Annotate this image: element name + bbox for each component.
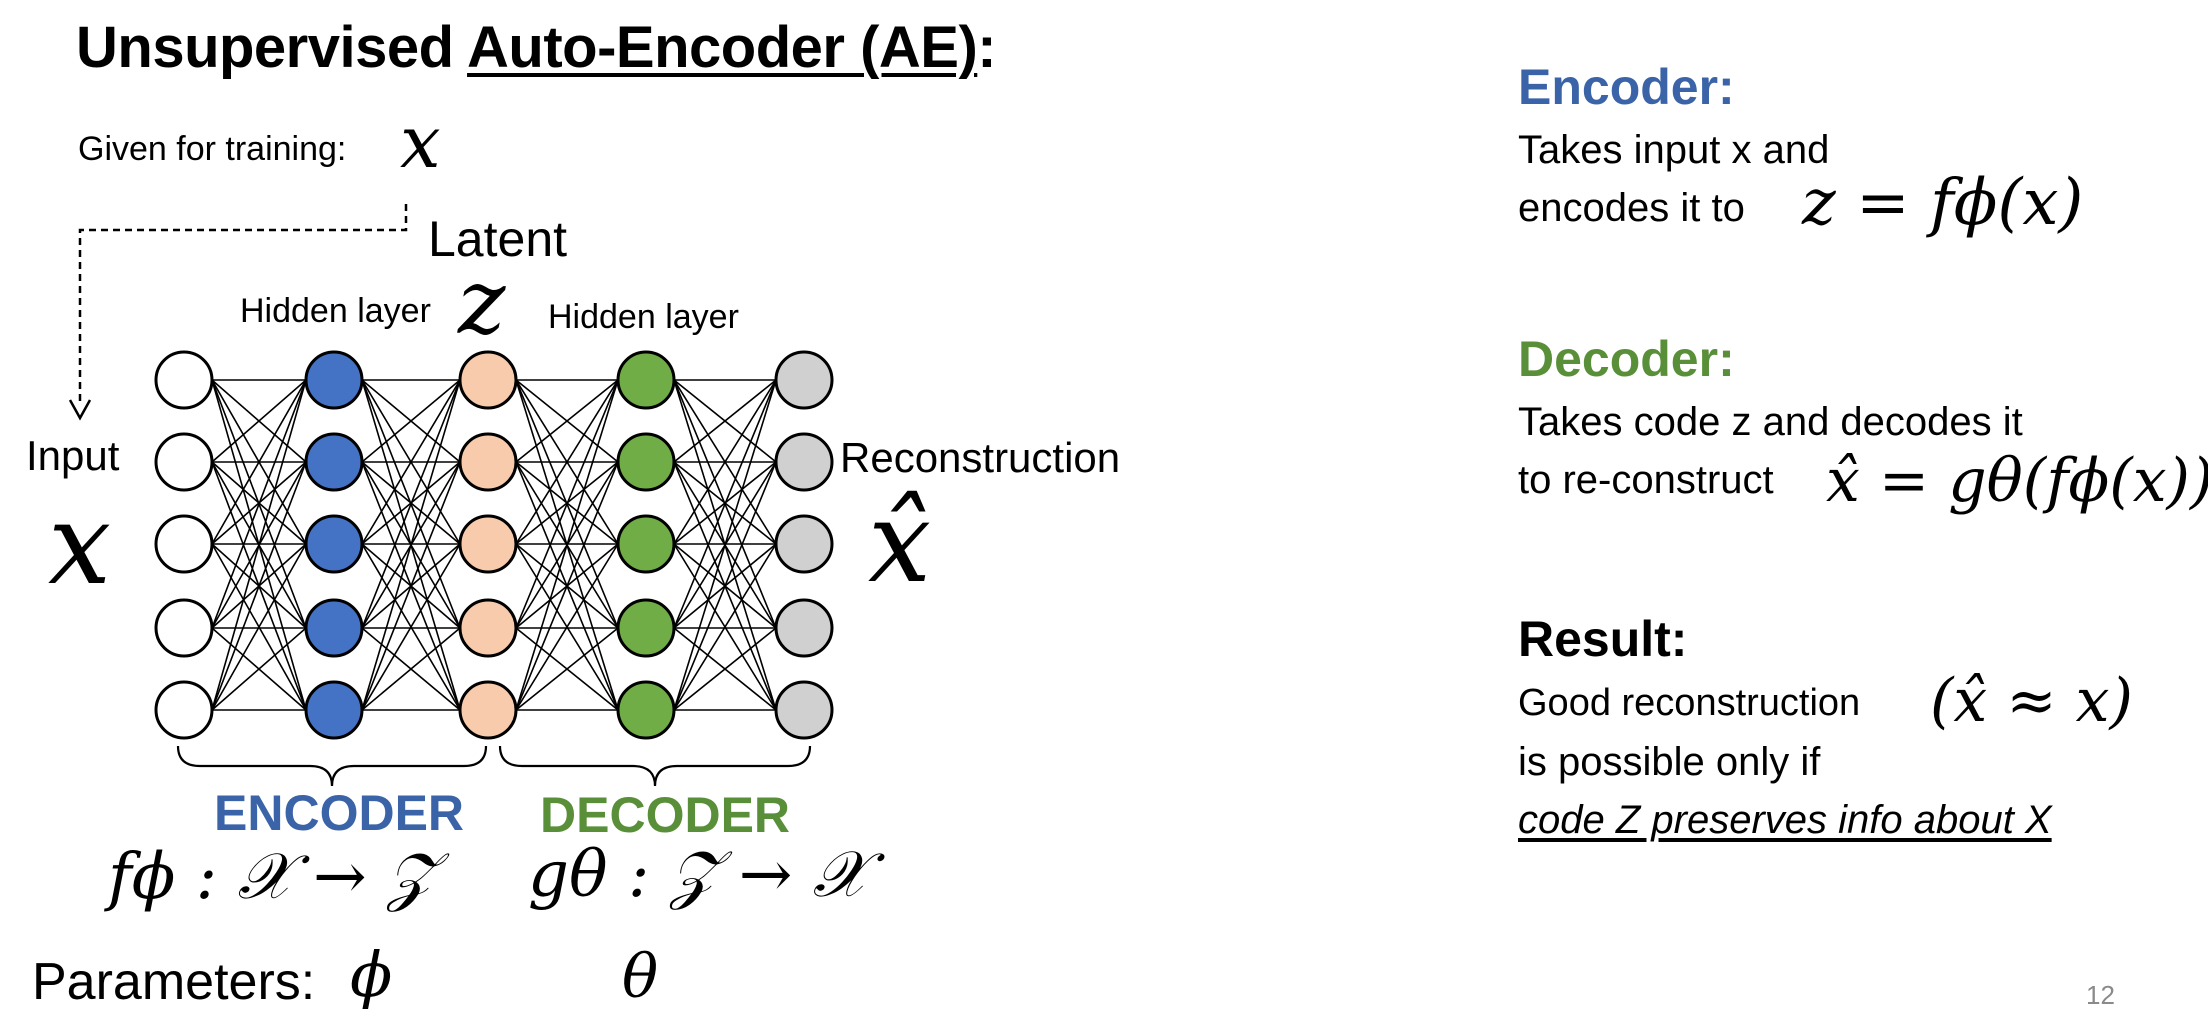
network-edge [361, 379, 461, 629]
network-edge [673, 543, 777, 711]
network-edge [361, 627, 461, 711]
given-for-training-label: Given for training: [78, 130, 347, 168]
encoder-desc-line2: encodes it to [1518, 186, 1745, 230]
decoder-brace [498, 745, 812, 787]
result-formula: (x̂ ≈ x) [1930, 666, 2133, 736]
reconstruction-label: Reconstruction [840, 434, 1121, 481]
given-x-symbol: x [400, 100, 441, 184]
network-edges [211, 379, 777, 711]
hidden-decoder-node [616, 514, 676, 574]
network-edge [515, 379, 619, 463]
latent-label: Latent [428, 211, 568, 267]
network-edge [211, 379, 307, 629]
network-edge [673, 379, 777, 711]
page-number: 12 [2086, 980, 2115, 1010]
latent-z-symbol: z [458, 250, 506, 355]
network-annotations [68, 204, 812, 787]
network-edge [673, 379, 777, 545]
network-edge [673, 627, 777, 711]
network-edge [515, 543, 619, 711]
hidden-decoder-node [616, 680, 676, 740]
latent-node [458, 350, 518, 410]
encoder-function: fϕ : 𝒳 → 𝒵 [108, 840, 436, 914]
input-x-symbol: x [48, 480, 112, 610]
network-edge [515, 379, 619, 629]
network-edge [211, 543, 307, 711]
network-edge [211, 461, 307, 711]
latent-node [458, 432, 518, 492]
encoder-brace [176, 745, 488, 787]
network-edge [673, 379, 777, 463]
training-input-dashed-arrow [78, 204, 408, 404]
network-edge [211, 379, 307, 711]
result-desc-line2: is possible only if [1518, 740, 1821, 784]
autoencoder-network-diagram [68, 204, 834, 787]
network-edge [515, 379, 619, 711]
input-node [154, 514, 214, 574]
arrowhead-icon [68, 399, 92, 421]
title-prefix: Unsupervised [76, 15, 468, 80]
hidden-decoder-node [616, 598, 676, 658]
hidden-decoder-node [616, 350, 676, 410]
output-node [774, 680, 834, 740]
phi-symbol: ϕ [350, 938, 393, 1011]
decoder-desc-line1: Takes code z and decodes it [1518, 400, 2023, 444]
hidden-encoder-node [304, 350, 364, 410]
output-node [774, 514, 834, 574]
hidden-encoder-node [304, 514, 364, 574]
hidden-encoder-node [304, 680, 364, 740]
network-edge [673, 461, 777, 711]
hidden-decoder-node [616, 432, 676, 492]
decoder-formula: x̂ = gθ(fϕ(x)) [1826, 446, 2208, 516]
slide-title: Unsupervised Auto-Encoder (AE): [76, 14, 997, 81]
title-ae: Auto-Encoder (AE) [467, 15, 978, 80]
encoder-desc-line1: Takes input x and [1518, 128, 1830, 172]
network-edge [211, 379, 307, 463]
result-desc-line3: code Z preserves info about X [1518, 798, 2052, 842]
parameters-label: Parameters: [32, 953, 316, 1011]
network-edge [515, 461, 619, 711]
latent-node [458, 598, 518, 658]
decoder-word: DECODER [540, 787, 791, 843]
input-label: Input [26, 432, 120, 479]
encoder-heading: Encoder: [1518, 59, 1735, 115]
latent-node [458, 680, 518, 740]
theta-symbol: θ [622, 942, 659, 1012]
network-edge [361, 379, 461, 711]
input-node [154, 350, 214, 410]
output-node [774, 350, 834, 410]
output-node [774, 598, 834, 658]
input-node [154, 432, 214, 492]
hidden-layer-label-encoder: Hidden layer [240, 292, 431, 330]
reconstruction-xhat-symbol: x̂ [868, 478, 932, 608]
network-edge [673, 379, 777, 629]
network-edge [515, 379, 619, 545]
network-edge [361, 461, 461, 711]
output-node [774, 432, 834, 492]
encoder-word: ENCODER [214, 785, 465, 841]
network-edge [211, 627, 307, 711]
network-edge [515, 627, 619, 711]
hidden-encoder-node [304, 598, 364, 658]
network-edge [211, 379, 307, 545]
result-heading: Result: [1518, 611, 1688, 667]
hidden-encoder-node [304, 432, 364, 492]
result-desc-line1: Good reconstruction [1518, 682, 1861, 724]
latent-node [458, 514, 518, 574]
decoder-function: gθ : 𝒵 → 𝒳 [528, 838, 868, 912]
decoder-heading: Decoder: [1518, 331, 1735, 387]
encoder-formula: z = fϕ(x) [1802, 166, 2084, 240]
decoder-desc-line2: to re-construct [1518, 458, 1774, 502]
network-edge [361, 543, 461, 711]
hidden-layer-label-decoder: Hidden layer [548, 298, 739, 336]
title-colon: : [977, 15, 997, 80]
network-edge [361, 379, 461, 463]
network-nodes [154, 350, 834, 740]
input-node [154, 680, 214, 740]
input-node [154, 598, 214, 658]
network-edge [361, 379, 461, 545]
